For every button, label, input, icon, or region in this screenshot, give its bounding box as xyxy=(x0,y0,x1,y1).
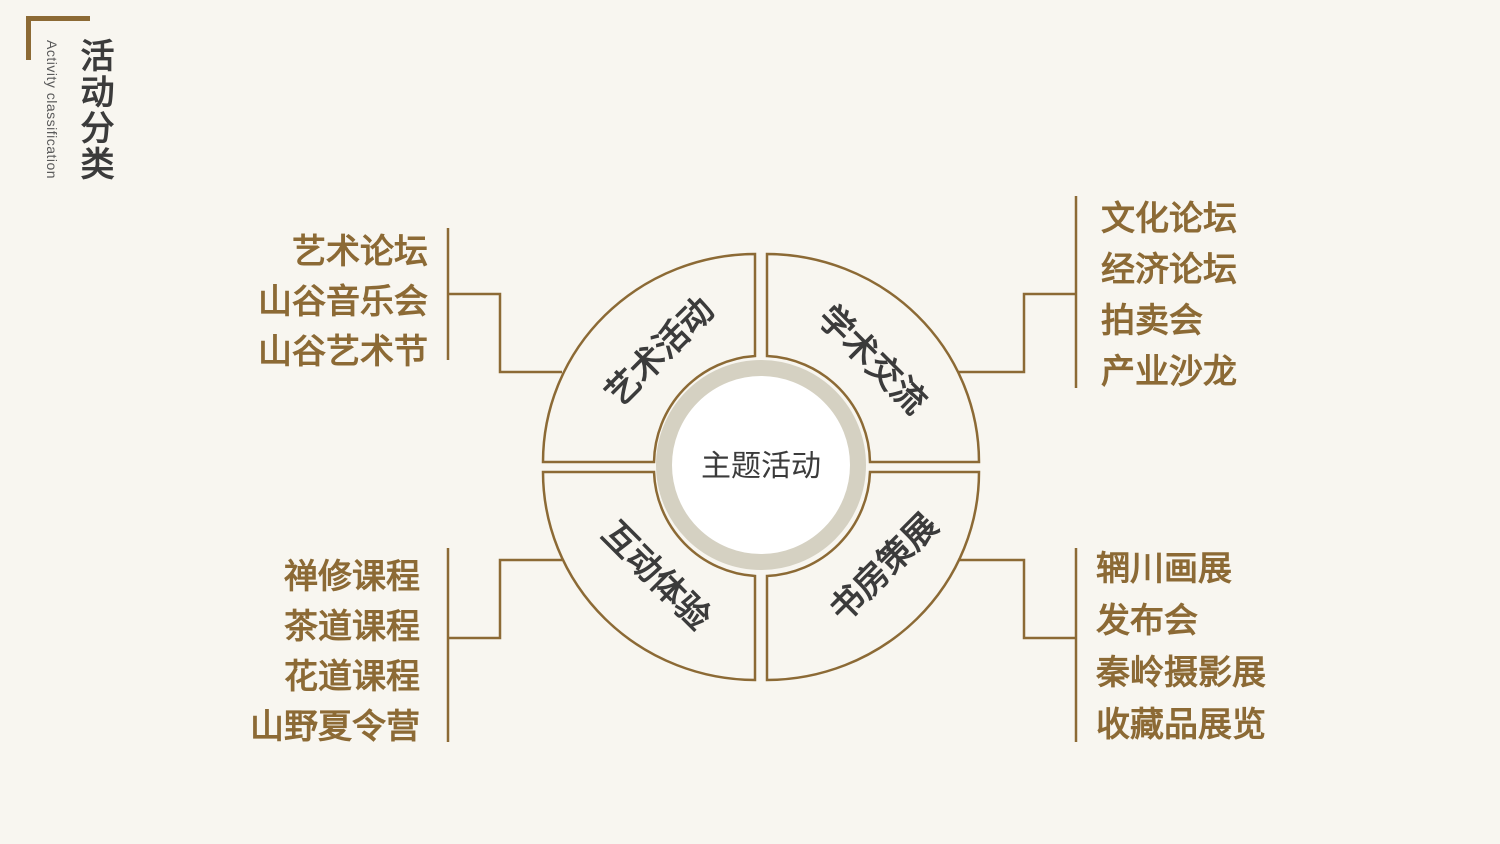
list-top-left: 艺术论坛 山谷音乐会 山谷艺术节 xyxy=(258,227,428,377)
center-label: 主题活动 xyxy=(701,449,821,484)
list-item: 山谷艺术节 xyxy=(258,332,428,372)
quadrant-bottom-right-outline xyxy=(765,470,981,682)
connector-bottom-right xyxy=(958,548,1078,742)
list-bottom-right: 辋川画展 发布会 秦岭摄影展 收藏品展览 xyxy=(1096,543,1266,751)
list-item: 收藏品展览 xyxy=(1096,705,1266,745)
list-item: 文化论坛 xyxy=(1101,199,1237,239)
list-item: 禅修课程 xyxy=(284,557,420,597)
list-item: 艺术论坛 xyxy=(292,232,428,272)
list-item: 秦岭摄影展 xyxy=(1096,653,1266,693)
list-item: 经济论坛 xyxy=(1101,250,1237,290)
page-subtitle: Activity classification xyxy=(44,40,60,180)
list-item: 茶道课程 xyxy=(284,607,420,647)
list-item: 辋川画展 xyxy=(1096,549,1232,589)
connector-top-left xyxy=(446,228,562,374)
list-top-right: 文化论坛 经济论坛 拍卖会 产业沙龙 xyxy=(1101,194,1237,398)
corner-bracket-top xyxy=(26,16,90,21)
page-title: 活动分类 xyxy=(74,38,114,182)
connector-bottom-left xyxy=(446,548,562,742)
quadrant-top-left-outline xyxy=(541,252,757,464)
list-item: 拍卖会 xyxy=(1101,301,1203,341)
list-item: 产业沙龙 xyxy=(1101,352,1237,392)
quadrant-top-right-outline xyxy=(765,252,981,464)
quadrant-bottom-left-outline xyxy=(541,470,757,682)
list-item: 花道课程 xyxy=(284,657,420,697)
center-ring xyxy=(656,360,866,570)
list-bottom-left: 禅修课程 茶道课程 花道课程 山野夏令营 xyxy=(250,552,420,752)
connector-top-right xyxy=(958,196,1078,388)
list-item: 山谷音乐会 xyxy=(258,282,428,322)
corner-bracket-left xyxy=(26,16,31,60)
list-item: 发布会 xyxy=(1096,601,1198,641)
list-item: 山野夏令营 xyxy=(250,707,420,747)
